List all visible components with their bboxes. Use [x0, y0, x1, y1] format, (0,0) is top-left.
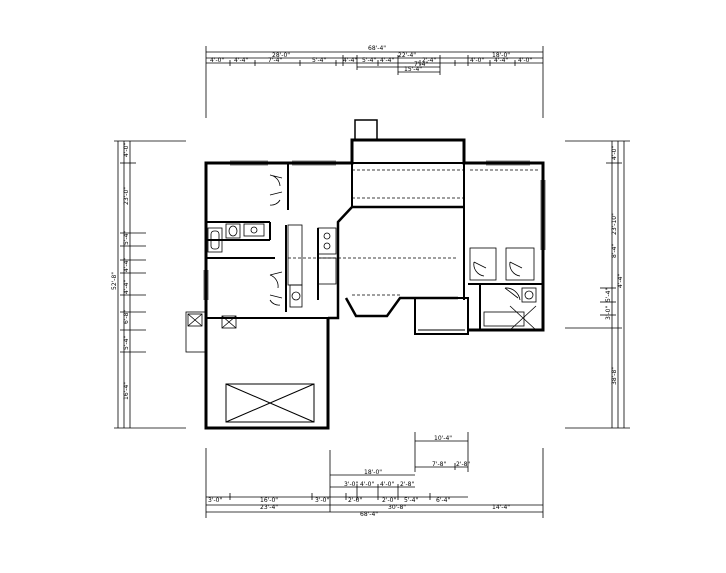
window-marks — [203, 160, 546, 300]
dim-right-5: 3'-0" — [605, 306, 612, 320]
dim-bottom-row2-a: 7'-8" — [432, 461, 446, 468]
dim-top-row2-9: 4'-4" — [494, 57, 508, 64]
dim-bottom-row6-0: 23'-4" — [260, 504, 278, 511]
bottom-dimension-labels: 10'-4" 7'-8" 2'-8" 18'-0" 3'-0" 4'-0" 4'… — [208, 435, 510, 518]
dim-top-row1-c: 18'-0" — [492, 52, 510, 59]
bathroom-fixtures — [207, 223, 265, 253]
dim-bottom-row4-3: 2'-8" — [400, 481, 414, 488]
right-dimension-labels: 4'-0" 23'-10" 8'-4" 4'-4" 5'-4" 3'-0" 38… — [605, 146, 624, 385]
dim-top-row2-3: 5'-4" — [312, 57, 326, 64]
right-dimension-strings — [565, 140, 630, 429]
left-dimension-labels: 52'-8" 4'-0" 23'-0" 5'-4" 4'-4" 4'-4" 6'… — [111, 143, 130, 400]
top-dimension-strings — [205, 46, 544, 118]
dim-left-4: 4'-4" — [123, 280, 130, 294]
dim-top-row2-4: 4'-4" — [343, 57, 357, 64]
dim-overall-right: 38'-8" — [611, 367, 618, 385]
dim-left-6: 5'-4" — [123, 336, 130, 350]
dim-top-row2-7: 2'-4" — [422, 57, 436, 64]
dim-top-row2-2: 7'-4" — [268, 57, 282, 64]
dim-bottom-row3: 18'-0" — [364, 469, 382, 476]
dim-bottom-row5-2: 3'-0" — [315, 497, 329, 504]
dim-right-3: 4'-4" — [617, 274, 624, 288]
dim-top-row1-a: 28'-0" — [272, 52, 290, 59]
dim-top-row2-6: 4'-4" — [380, 57, 394, 64]
dim-top-row2-0: 4'-0" — [210, 57, 224, 64]
dim-bottom-row6-1: 30'-8" — [388, 504, 406, 511]
left-dimension-strings — [114, 140, 186, 429]
dim-left-5: 6'-8" — [123, 310, 130, 324]
dim-bottom-row6-2: 14'-4" — [492, 504, 510, 511]
dim-top-row3-a: 7'-4" — [414, 61, 428, 68]
dim-left-2: 5'-4" — [123, 231, 130, 245]
dim-top-row2-1: 4'-4" — [234, 57, 248, 64]
dim-left-7: 16'-4" — [123, 382, 130, 400]
dim-right-2: 8'-4" — [611, 244, 618, 258]
dim-right-0: 4'-0" — [611, 146, 618, 160]
door-swings — [269, 174, 523, 306]
garage-door — [225, 383, 315, 423]
dim-right-4: 5'-4" — [605, 288, 612, 302]
dim-bottom-row5-3: 2'-0" — [348, 497, 362, 504]
master-bath-fixtures — [469, 247, 537, 331]
exterior-walls — [204, 119, 545, 430]
dim-bottom-row1: 10'-4" — [434, 435, 452, 442]
dim-top-row2-8: 4'-0" — [470, 57, 484, 64]
dim-overall-top: 68'-4" — [368, 45, 386, 52]
dim-bottom-row5-5: 5'-4" — [404, 497, 418, 504]
dim-left-3: 4'-4" — [123, 258, 130, 272]
dim-bottom-row2-b: 2'-8" — [456, 461, 470, 468]
dim-top-row1-b: 22'-4" — [398, 52, 416, 59]
top-dimension-labels: 68'-4" 28'-0" 22'-4" 18'-0" 4'-0" 4'-4" … — [210, 45, 532, 73]
dim-bottom-row5-0: 3'-0" — [208, 497, 222, 504]
dim-top-row2-10: 4'-0" — [518, 57, 532, 64]
dim-bottom-row4-2: 4'-0" — [380, 481, 394, 488]
dim-bottom-row4-0: 3'-0" — [344, 481, 358, 488]
bottom-dimension-strings — [205, 432, 544, 518]
dim-bottom-row5-6: 6'-4" — [436, 497, 450, 504]
dim-top-row2-5: 5'-4" — [362, 57, 376, 64]
kitchen-laundry-fixtures — [287, 224, 337, 308]
dim-overall-bottom: 68'-4" — [360, 511, 378, 518]
dim-overall-left: 52'-8" — [111, 272, 118, 290]
mechanical-boxes — [185, 311, 237, 353]
dim-left-1: 23'-0" — [123, 187, 130, 205]
overhead-dashed-lines — [288, 169, 540, 296]
dim-bottom-row5-1: 16'-0" — [260, 497, 278, 504]
dim-left-0: 4'-0" — [123, 143, 130, 157]
dim-bottom-row5-4: 2'-0" — [382, 497, 396, 504]
dim-right-1: 23'-10" — [611, 213, 618, 235]
interior-walls — [206, 162, 543, 330]
dim-bottom-row4-1: 4'-0" — [360, 481, 374, 488]
dim-top-row3-b: 15'-4" — [404, 66, 422, 73]
